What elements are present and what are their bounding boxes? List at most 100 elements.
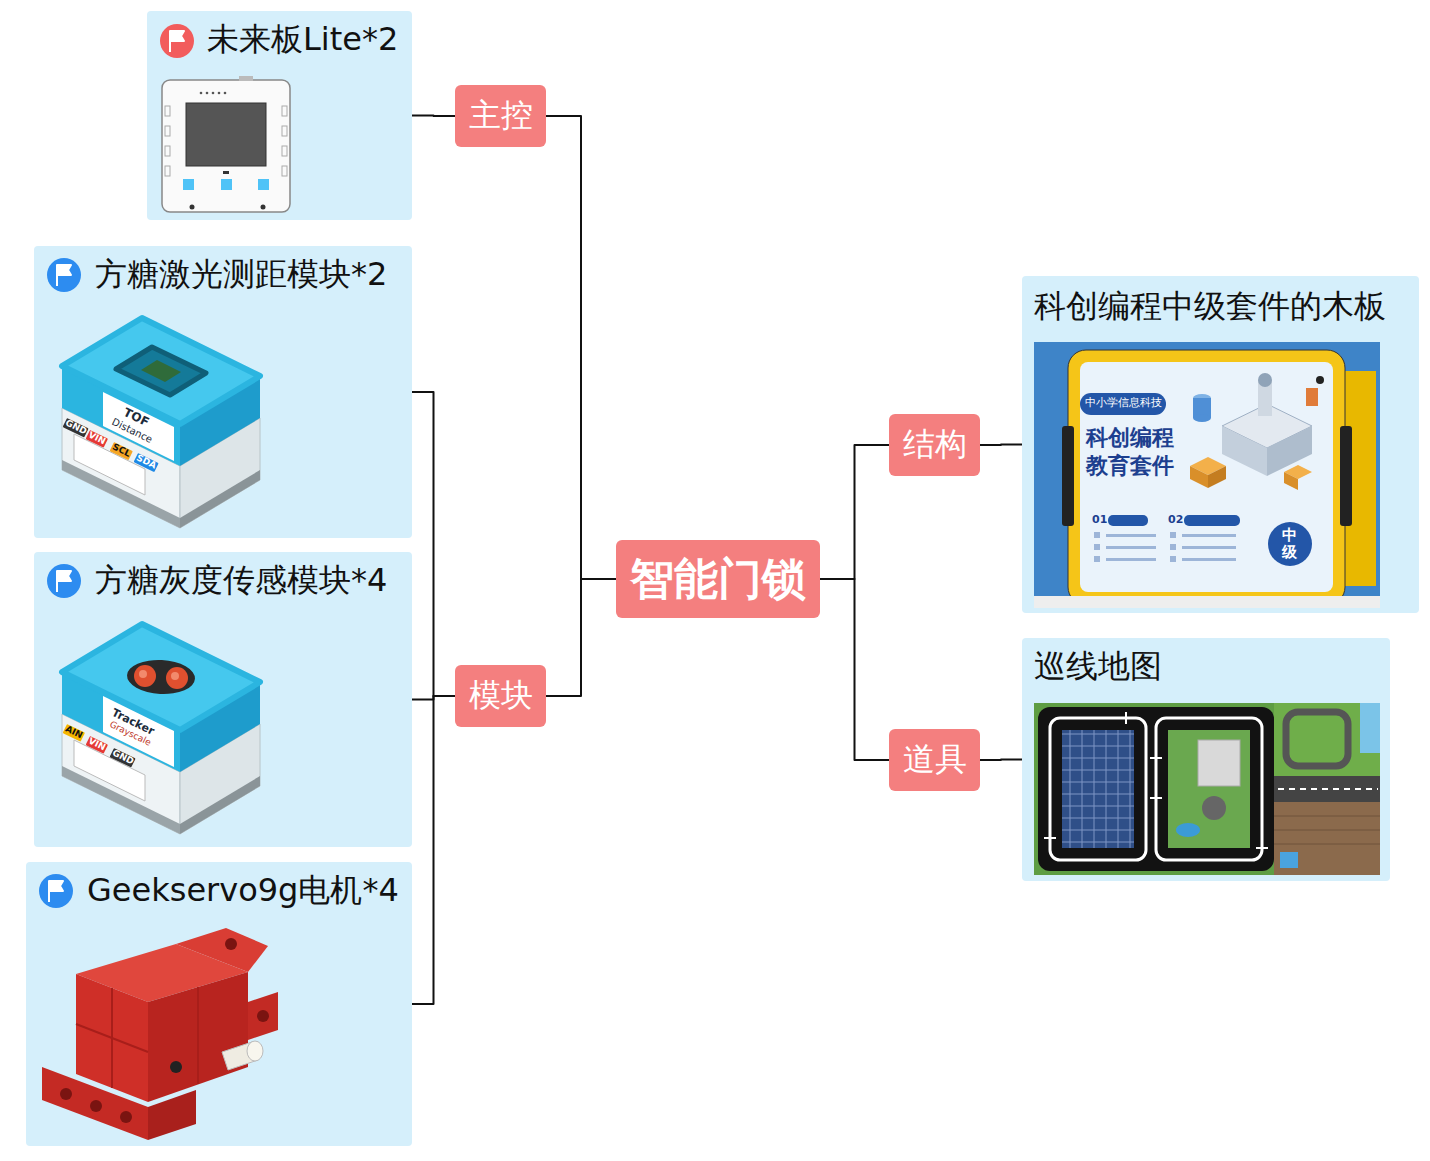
factory-art-part bbox=[1267, 426, 1312, 476]
factory-art-part bbox=[1306, 388, 1318, 406]
track-ticks bbox=[1044, 712, 1268, 848]
board-pins-part bbox=[282, 126, 287, 136]
text-rows-part bbox=[1182, 534, 1236, 537]
farm-rows bbox=[1274, 816, 1380, 844]
box-clip bbox=[1062, 426, 1074, 526]
servo-holes bbox=[60, 1088, 132, 1123]
flag-icon bbox=[39, 874, 73, 908]
board-screen bbox=[186, 103, 266, 166]
building bbox=[1198, 740, 1240, 786]
farm-field bbox=[1274, 802, 1380, 875]
servo-base bbox=[42, 1067, 148, 1140]
box-clip bbox=[1340, 426, 1352, 526]
text-rows-part bbox=[1094, 532, 1100, 538]
factory-art-part bbox=[1193, 414, 1211, 422]
print-text: 02 bbox=[1168, 514, 1183, 526]
servo-grid-part bbox=[197, 987, 199, 1084]
board-logo bbox=[223, 171, 229, 174]
flag-icon bbox=[57, 571, 71, 592]
module-top bbox=[62, 624, 260, 730]
sensor-window bbox=[116, 347, 206, 395]
branch-topic: 结构 bbox=[889, 414, 980, 476]
board-body bbox=[162, 80, 290, 212]
text-rows-part bbox=[1170, 556, 1176, 562]
panel-heading: 科创编程中级套件的木板 bbox=[1034, 286, 1407, 328]
farm-rows-part bbox=[1274, 816, 1380, 817]
track-ticks-part bbox=[1044, 837, 1056, 839]
farm-rows-part bbox=[1274, 830, 1380, 831]
servo-logo bbox=[170, 1061, 182, 1073]
board-pins-part bbox=[282, 166, 287, 176]
tree-connector bbox=[820, 579, 889, 760]
flag-icon bbox=[49, 881, 63, 902]
factory-art-part bbox=[1258, 373, 1272, 387]
servo-holes-part bbox=[90, 1100, 102, 1112]
title-pill bbox=[1080, 393, 1166, 415]
text-rows-part bbox=[1106, 534, 1156, 537]
board-dots-part bbox=[206, 92, 209, 95]
board-dots-part bbox=[200, 92, 203, 95]
servo-hole bbox=[257, 1010, 269, 1022]
factory-art-part bbox=[1190, 466, 1208, 488]
component-panel: Geekservo9g电机*4 bbox=[26, 862, 412, 1146]
map-ground bbox=[1274, 703, 1380, 776]
park-area bbox=[1168, 730, 1250, 848]
board-pins bbox=[165, 106, 287, 176]
topic-label: 主控 bbox=[469, 95, 533, 137]
photo-base bbox=[1034, 596, 1380, 608]
track-area bbox=[1038, 707, 1274, 871]
servo-hole bbox=[225, 938, 237, 950]
text-rows-part bbox=[1182, 546, 1236, 549]
board-pins-part bbox=[165, 126, 170, 136]
servo-holes-part bbox=[120, 1111, 132, 1123]
box-frame bbox=[1068, 350, 1345, 605]
flag-icon bbox=[170, 31, 184, 52]
print-text: 中小学信息科技 bbox=[1085, 397, 1162, 409]
servo-grid bbox=[76, 987, 198, 1088]
track-ticks-part bbox=[1150, 797, 1162, 799]
box-panel bbox=[1080, 362, 1333, 592]
flag-icon bbox=[47, 258, 81, 292]
board-pins-part bbox=[165, 166, 170, 176]
topic-label: 智能门锁 bbox=[630, 550, 806, 607]
servo-shaft bbox=[247, 1041, 263, 1061]
track-ticks-part bbox=[1150, 757, 1162, 759]
tree-connector bbox=[412, 392, 455, 696]
component-panel: 巡线地图 bbox=[1022, 638, 1390, 881]
factory-art-part bbox=[1222, 426, 1267, 476]
branch-topic: 模块 bbox=[455, 665, 546, 727]
factory-art-part bbox=[1208, 466, 1226, 488]
print-text: 教育套件 bbox=[1086, 454, 1174, 478]
tree-connector bbox=[980, 444, 1022, 447]
module-base bbox=[180, 470, 260, 528]
text-rows-part bbox=[1094, 544, 1100, 550]
farm-rows-part bbox=[1274, 844, 1380, 845]
map-ground bbox=[1034, 703, 1380, 875]
component-panel: 未来板Lite*2 bbox=[147, 11, 412, 220]
servo-front bbox=[76, 974, 148, 1102]
module-sticker bbox=[103, 696, 174, 767]
panel-heading: Geekservo9g电机*4 bbox=[87, 870, 400, 912]
board-notch bbox=[239, 76, 253, 81]
sensor-glint bbox=[171, 672, 179, 680]
panel-heading: 方糖灰度传感模块*4 bbox=[95, 560, 400, 602]
text-rows-part bbox=[1170, 532, 1176, 538]
board-dots-part bbox=[224, 92, 227, 95]
board-buttons-part bbox=[221, 179, 232, 190]
topic-label: 道具 bbox=[903, 739, 967, 781]
pond bbox=[1176, 823, 1200, 837]
track-line bbox=[1156, 718, 1262, 860]
topic-label: 结构 bbox=[903, 424, 967, 466]
panel-heading: 巡线地图 bbox=[1034, 646, 1378, 688]
module-sticker bbox=[103, 392, 174, 461]
photo-ground bbox=[1034, 342, 1380, 608]
sensor-eye bbox=[134, 665, 156, 687]
tree-connector bbox=[412, 115, 455, 118]
road-mark bbox=[1278, 788, 1378, 790]
board-pins-part bbox=[165, 106, 170, 116]
sensor-chip bbox=[141, 360, 181, 382]
sea bbox=[1360, 703, 1380, 753]
board-dots bbox=[200, 92, 227, 95]
panel-heading: 方糖激光测距模块*2 bbox=[95, 254, 400, 296]
